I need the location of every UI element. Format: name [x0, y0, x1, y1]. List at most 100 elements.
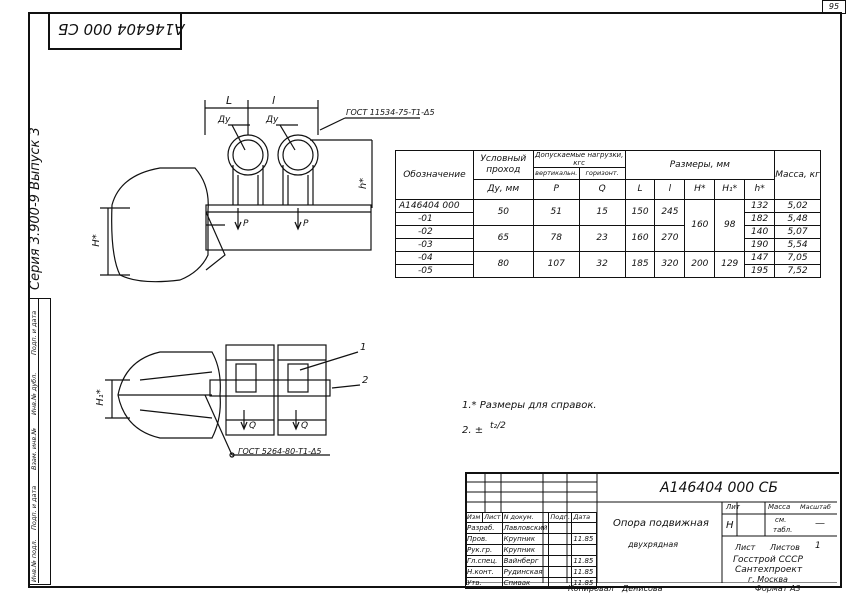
footer-format: Формат А3	[755, 584, 801, 593]
role-date: 11.85	[571, 533, 597, 545]
tb-mass-val-1: см.	[775, 516, 787, 524]
hdr-L: L	[624, 179, 656, 200]
cell-Q: 15	[578, 199, 626, 226]
dy-left-label: Ду	[218, 115, 231, 125]
footer-copier: Денисова	[622, 584, 663, 593]
cell-H1: 98	[714, 199, 746, 252]
cell-mass: 5,48	[774, 212, 821, 226]
hdr-list: Лист	[482, 512, 503, 523]
role-sign	[548, 544, 573, 556]
role-label: Н.конт.	[465, 566, 503, 578]
Q-left-label: Q	[249, 421, 257, 431]
cell-Q: 23	[578, 225, 626, 252]
P-right-label: P	[303, 219, 309, 229]
role-name: Крупник	[501, 544, 550, 556]
cell-h: 195	[744, 264, 776, 278]
cell-l: 320	[654, 251, 686, 278]
cell-h: 140	[744, 225, 776, 239]
cell-h: 190	[744, 238, 776, 252]
hdr-vertical: вертикальн.	[532, 167, 580, 180]
cell-l: 270	[654, 225, 686, 252]
tb-lit: Лит	[726, 503, 740, 511]
note-2: 2. ±	[462, 425, 484, 436]
row-designation: -04	[395, 251, 474, 265]
cell-mass: 7,52	[774, 264, 821, 278]
Q-right-label: Q	[301, 421, 309, 431]
roles-table: Изм Лист N докум. Подп. Дата Разраб. Лав…	[464, 512, 597, 589]
gost-top-label: ГОСТ 11534-75-Т1-Δ5	[346, 108, 435, 117]
top-stamp-box	[48, 12, 182, 50]
role-label: Утв.	[465, 577, 503, 589]
role-sign	[548, 577, 573, 589]
hdr-horizontal: горизонт.	[578, 167, 626, 180]
h-star-label: h*	[358, 177, 370, 190]
callout-1: 1	[360, 342, 367, 353]
upper-support-body	[111, 167, 209, 283]
role-name: Рудинская	[501, 566, 550, 578]
cell-H: 160	[684, 199, 716, 252]
hdr-izm: Изм	[464, 512, 484, 523]
cell-bore: 50	[472, 199, 534, 226]
gost-bottom-label: ГОСТ 5264-80-Т1-Δ5	[238, 447, 322, 456]
dim-l-label: l	[272, 94, 276, 107]
cell-bore: 80	[472, 251, 534, 278]
footer-copied: Копировал	[568, 584, 614, 593]
dim-L-label: L	[226, 94, 233, 107]
tb-scale-val: —	[815, 518, 825, 529]
tb-list: Лист	[735, 543, 756, 552]
H1-star-label: H₁*	[94, 389, 106, 406]
hdr-designation: Обозначение	[395, 150, 474, 200]
row-designation: -03	[395, 238, 474, 252]
role-name: Спивак	[501, 577, 550, 589]
P-left-label: P	[243, 219, 249, 229]
cell-h: 147	[744, 251, 776, 265]
tb-massa: Масса	[768, 503, 791, 511]
hdr-H1: H₁*	[714, 179, 746, 200]
role-label: Разраб.	[465, 522, 503, 534]
tb-masshtab: Масштаб	[800, 503, 831, 511]
row-designation: -01	[395, 212, 474, 226]
title-name-2: двухрядная	[628, 540, 679, 549]
role-name: Вайнберг	[501, 555, 550, 567]
role-label: Рук.гр.	[465, 544, 503, 556]
row-designation: А146404 000	[395, 199, 474, 213]
cell-h: 182	[744, 212, 776, 226]
role-date: 11.85	[571, 566, 597, 578]
hdr-loads: Допускаемые нагрузки, кгс	[532, 150, 626, 168]
note-1: 1.* Размеры для справок.	[462, 400, 597, 411]
page-number-box: 95	[822, 0, 846, 14]
role-sign	[548, 522, 573, 534]
cell-P: 78	[532, 225, 580, 252]
role-sign	[548, 533, 573, 545]
title-doc-number: А146404 000 СБ	[660, 480, 779, 496]
role-date: 11.85	[571, 577, 597, 589]
role-name: Крупник	[501, 533, 550, 545]
cell-Q: 32	[578, 251, 626, 278]
hdr-mass: Масса, кг	[774, 150, 821, 200]
hdr-bore: Условный проход	[472, 150, 534, 180]
cell-mass: 7,05	[774, 251, 821, 265]
hdr-sizes: Размеры, мм	[624, 150, 776, 180]
side-stamp	[28, 298, 51, 585]
title-name-1: Опора подвижная	[613, 518, 709, 529]
row-designation: -02	[395, 225, 474, 239]
hdr-P: P	[532, 179, 580, 200]
cell-P: 107	[532, 251, 580, 278]
hdr-bore-unit: Ду, мм	[472, 179, 534, 200]
hdr-Q: Q	[578, 179, 626, 200]
role-date	[571, 522, 597, 534]
cell-mass: 5,07	[774, 225, 821, 239]
pipe-right	[277, 134, 319, 176]
cell-h: 132	[744, 199, 776, 213]
callout-2: 2	[362, 375, 369, 386]
cell-mass: 5,54	[774, 238, 821, 252]
pipe-left	[227, 134, 269, 176]
tb-org-2: Сантехпроект	[735, 565, 803, 575]
hdr-H: H*	[684, 179, 716, 200]
note-2-frac: t₂/2	[490, 421, 506, 431]
tb-lit-val: Н	[726, 520, 734, 531]
hdr-l: l	[654, 179, 686, 200]
role-label: Пров.	[465, 533, 503, 545]
tb-mass-val-2: табл.	[773, 526, 793, 534]
